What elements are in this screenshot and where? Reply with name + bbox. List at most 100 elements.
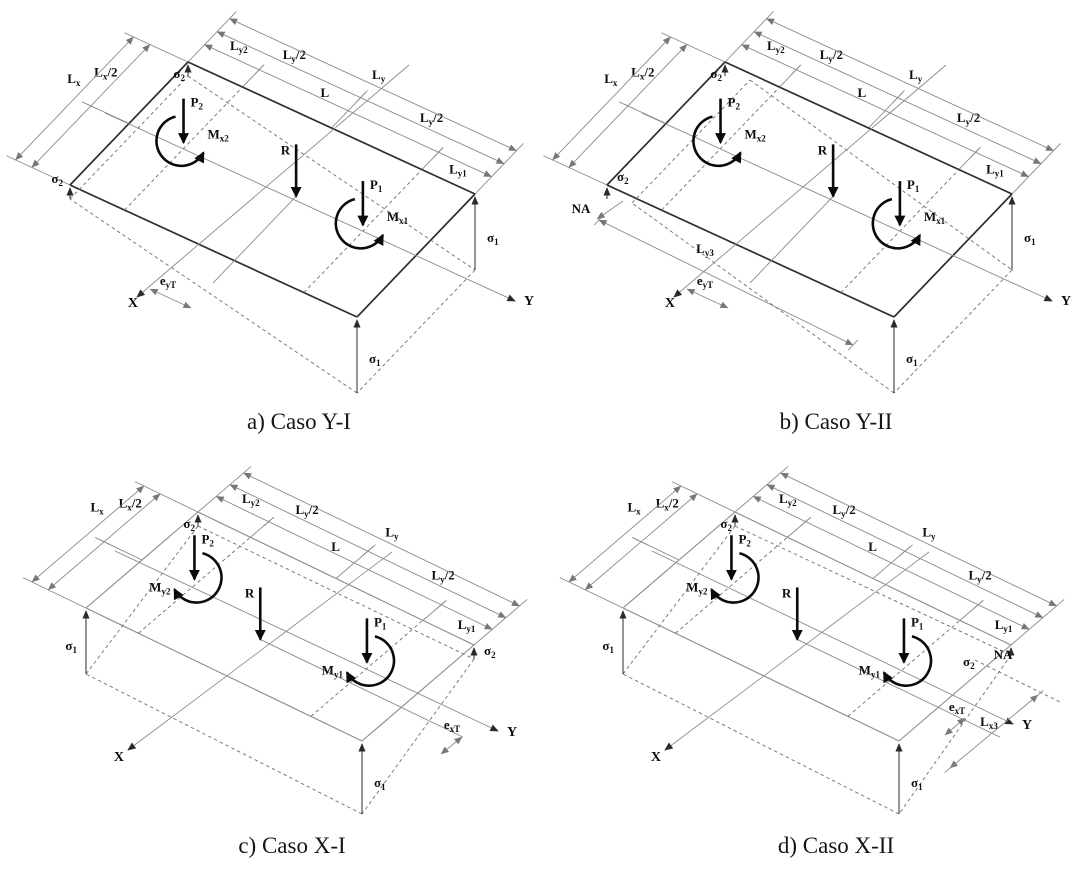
label-moment-arc-m2: My2 <box>149 579 171 596</box>
label-p2: P2 <box>191 95 204 112</box>
label-l3: Ly3 <box>696 241 714 258</box>
extension-line <box>22 577 87 609</box>
label-l: L <box>320 85 329 100</box>
label-moment-arc-m1: My1 <box>859 662 881 679</box>
extension-line <box>124 32 189 63</box>
label-l: L <box>857 85 866 100</box>
footing-edge <box>606 184 895 318</box>
extension-line <box>1011 143 1061 195</box>
column-axis-line <box>310 620 424 717</box>
pressure-prism-edge <box>187 75 476 271</box>
moment-arc-m1 <box>882 635 933 687</box>
label-x-axis: X <box>128 296 138 311</box>
dimension-tick <box>362 546 374 557</box>
eccentricity-dimension <box>440 736 463 755</box>
label-ly-half-right: Ly/2 <box>969 567 992 584</box>
label-lx-half: Lx/2 <box>631 65 654 82</box>
label-p1: P1 <box>911 614 924 631</box>
label-ly: Ly <box>385 524 399 541</box>
extension-line <box>1010 599 1065 646</box>
pressure-prism-edge <box>85 673 363 815</box>
y-axis-line <box>104 112 516 302</box>
label-l3: Lx3 <box>980 714 998 731</box>
pressure-prism-edge <box>197 525 475 660</box>
footing-edge <box>85 511 199 609</box>
label-e-t: eyT <box>697 273 713 290</box>
label-sigma_top: σ2 <box>183 516 195 533</box>
pressure-prism-edge <box>356 269 476 394</box>
extension-line <box>473 599 528 646</box>
dimension-line-lx <box>568 485 682 583</box>
pressure-prism-edge <box>69 198 358 394</box>
label-sigma_right: σ1 <box>487 230 499 247</box>
moment-arc-m1 <box>334 197 385 250</box>
dimension-line-ly <box>243 472 520 607</box>
label-r: R <box>818 142 828 157</box>
l3-dimension <box>598 219 854 346</box>
extension-line <box>474 143 524 195</box>
label-sigma_top: σ2 <box>720 516 732 533</box>
label-ly1: Ly1 <box>986 162 1004 179</box>
label-l: L <box>868 539 877 554</box>
label-ly-half-right: Ly/2 <box>432 567 455 584</box>
dimension-tick <box>634 538 648 546</box>
label-sigma_top: σ2 <box>710 66 722 83</box>
label-y-axis: Y <box>524 294 534 309</box>
pressure-prism-edge <box>631 79 751 204</box>
pressure-prism-edge <box>361 658 475 815</box>
label-l: L <box>331 539 340 554</box>
dimension-line-lx <box>15 36 134 161</box>
label-ly-half-left: Ly/2 <box>820 47 843 64</box>
label-y-axis: Y <box>1022 718 1032 733</box>
footing-edge <box>622 607 900 742</box>
label-sigma_left: σ2 <box>51 171 63 188</box>
panel-d: Ly2LLy1Ly/2Ly/2LyLx/2LxXYP2P1RMy2My1σ1σ2… <box>559 466 1065 858</box>
pressure-prism-edge <box>85 525 199 675</box>
pressure-prism-edge <box>69 75 189 200</box>
label-x-axis: X <box>114 750 124 765</box>
eccentricity-dimension <box>149 288 192 309</box>
label-ly2: Ly2 <box>230 38 248 55</box>
pressure-prism-edge <box>622 673 900 815</box>
label-ly2: Ly2 <box>779 491 797 508</box>
label-sigma_right: σ2 <box>963 654 975 671</box>
dimension-tick <box>899 546 911 557</box>
x-axis-line <box>664 551 930 751</box>
extension-line <box>187 11 237 63</box>
column-axis-line <box>138 536 251 634</box>
label-sigma_right: σ2 <box>484 643 496 660</box>
label-e-t: exT <box>444 717 460 734</box>
label-ly2: Ly2 <box>242 491 260 508</box>
dimension-tick <box>800 516 812 527</box>
extension-line <box>134 481 199 513</box>
extension-line <box>543 155 608 186</box>
extension-line <box>197 466 252 513</box>
label-ly2: Ly2 <box>767 38 785 55</box>
footing-edge <box>898 644 1012 742</box>
na-line <box>974 659 1061 703</box>
moment-arc-m1 <box>345 635 396 687</box>
label-sigma_left: σ2 <box>617 169 629 186</box>
moment-arc-m1 <box>871 197 922 250</box>
moment-arc-m2 <box>710 552 760 604</box>
panel-a-caption: a) Caso Y-I <box>247 409 351 434</box>
panel-c: Ly2LLy1Ly/2Ly/2LyLx/2LxXYP2P1RMy2My1σ1σ2… <box>22 466 528 858</box>
label-sigma_bottom: σ1 <box>906 351 918 368</box>
footing-edge <box>197 511 475 646</box>
label-ly: Ly <box>372 67 386 84</box>
label-r: R <box>782 585 792 600</box>
dimension-tick <box>593 214 605 226</box>
label-ly1: Ly1 <box>995 617 1013 634</box>
label-ly1: Ly1 <box>458 617 476 634</box>
column-axis-line <box>847 620 961 717</box>
dimension-line-l-chain <box>215 495 493 630</box>
dimension-tick <box>355 92 366 104</box>
label-y-axis: Y <box>1061 294 1071 309</box>
panel-b-caption: b) Caso Y-II <box>780 409 893 434</box>
label-moment-arc-m1: Mx1 <box>924 209 946 226</box>
label-p2: P2 <box>738 531 751 548</box>
dimension-line-lx <box>31 485 145 583</box>
dimension-tick <box>847 339 859 351</box>
